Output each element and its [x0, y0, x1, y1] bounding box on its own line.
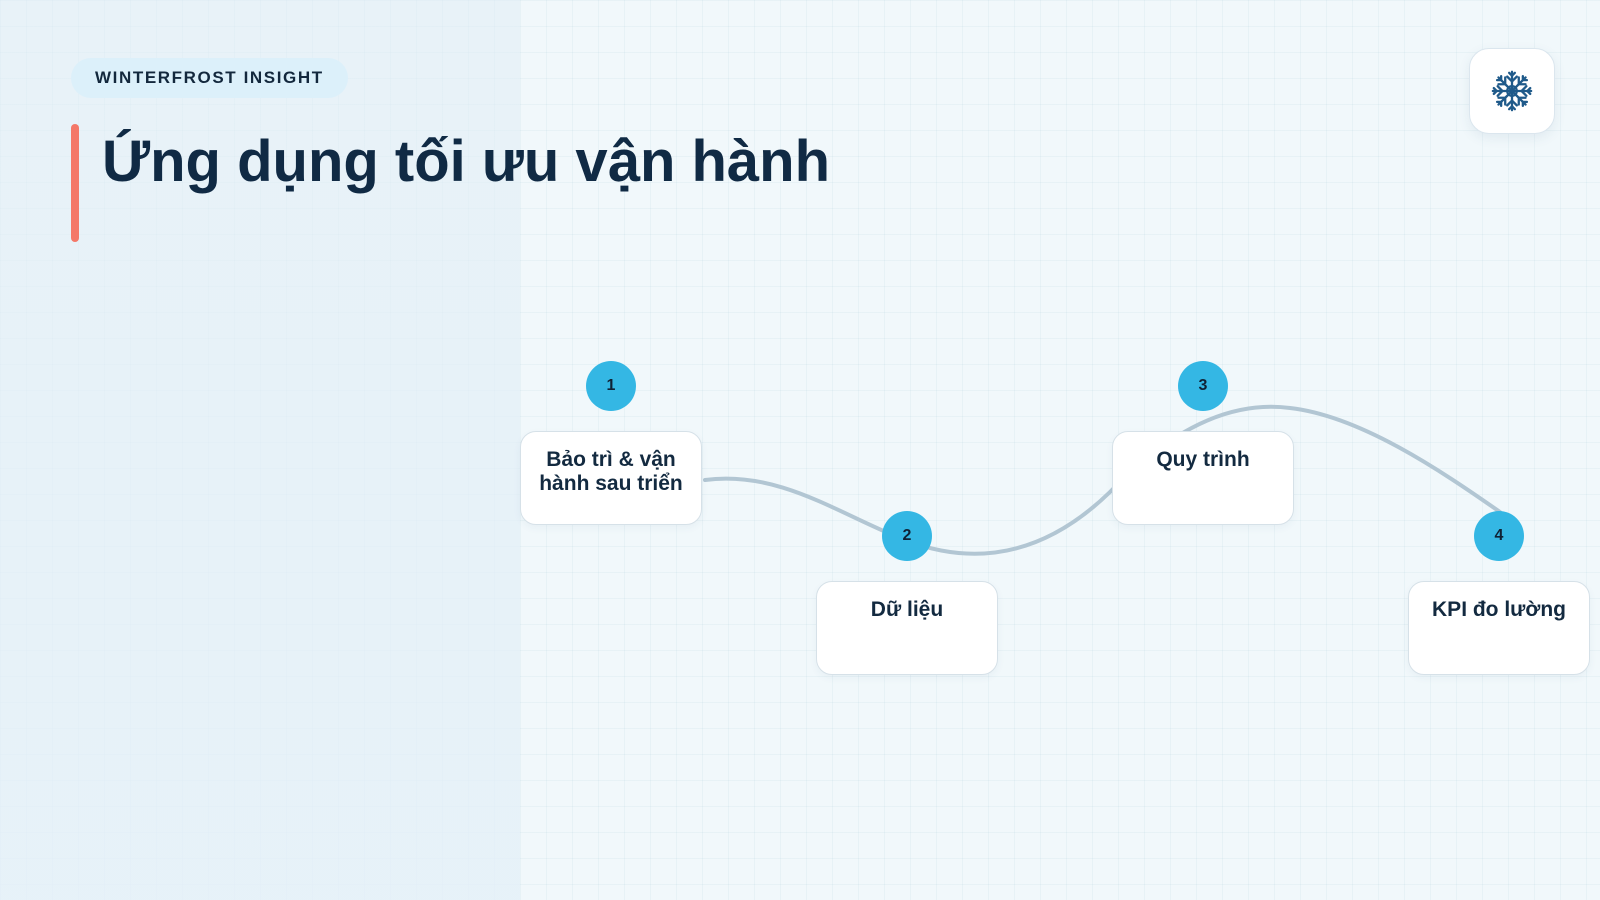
step-card-2: Dữ liệu: [816, 581, 998, 675]
brand-pill: WINTERFROST INSIGHT: [71, 58, 348, 98]
title-accent-bar: [71, 124, 79, 242]
step-label: Quy trình: [1156, 448, 1250, 471]
step-card-4: KPI đo lường: [1408, 581, 1590, 675]
step-label: Dữ liệu: [870, 598, 944, 621]
step-label: Bảo trì & vận hành sau triển: [539, 448, 683, 495]
step-number-badge: 3: [1178, 361, 1228, 411]
snowflake-icon: [1491, 70, 1533, 112]
left-panel: [0, 0, 520, 900]
step-card-3: Quy trình: [1112, 431, 1294, 525]
step-number-badge: 1: [586, 361, 636, 411]
step-number-badge: 2: [882, 511, 932, 561]
step-label: KPI đo lường: [1432, 598, 1566, 621]
page-title: Ứng dụng tối ưu vận hành: [102, 129, 831, 194]
step-card-1: Bảo trì & vận hành sau triển: [520, 431, 702, 525]
logo-badge: [1469, 48, 1555, 134]
step-number-badge: 4: [1474, 511, 1524, 561]
